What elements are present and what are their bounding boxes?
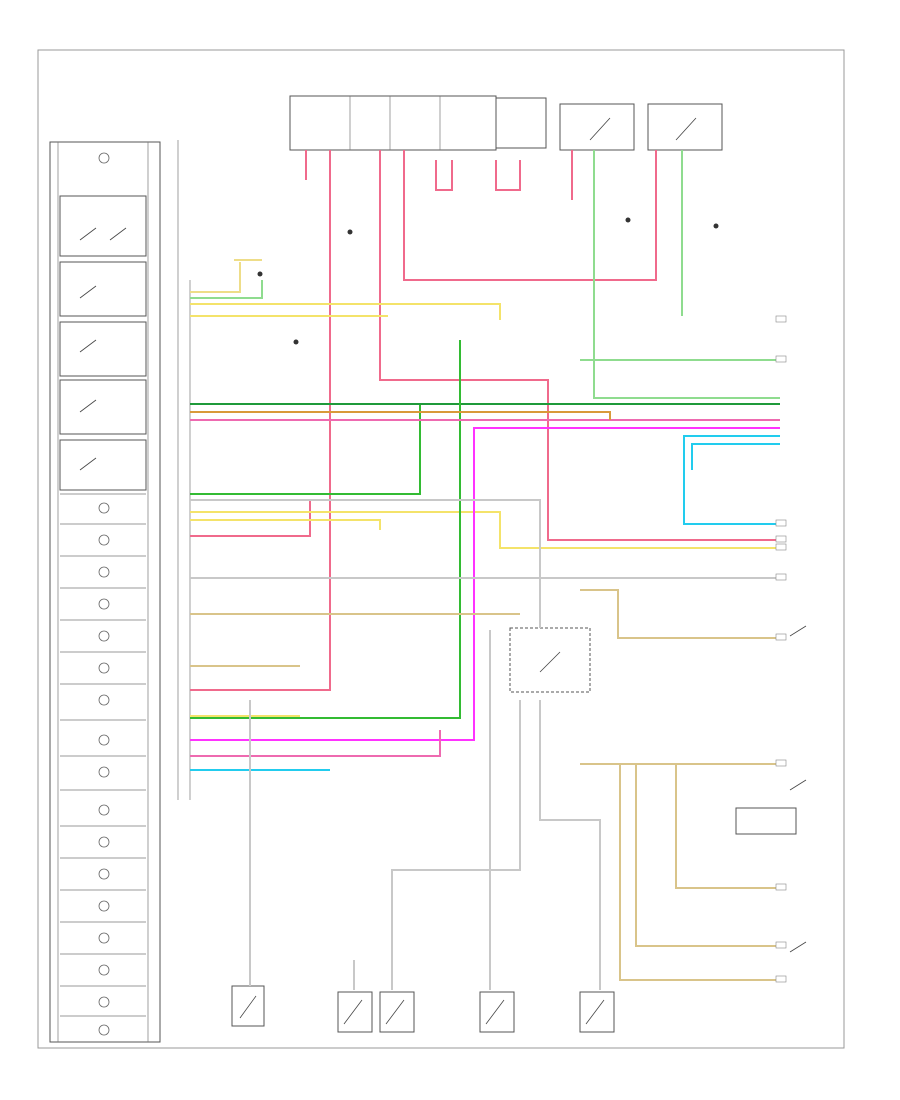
right-switches (735, 625, 807, 953)
indicator-bulbs (98, 502, 110, 1036)
gauge-box-1 (59, 195, 147, 257)
gauge-box-2 (59, 261, 147, 317)
diagram-frame (37, 49, 845, 1049)
wires (190, 150, 780, 990)
range-switch-1 (559, 103, 635, 151)
gauge-box-3 (59, 321, 147, 377)
cluster-lamp-bulb (98, 152, 110, 164)
cluster-connector (177, 140, 191, 800)
connector-tags (775, 315, 787, 983)
range-switch-2 (647, 103, 723, 151)
top-modules (289, 95, 723, 151)
module-box-2 (495, 97, 547, 149)
module-box-1 (289, 95, 497, 151)
ground-symbols (257, 217, 719, 345)
center-module (509, 627, 591, 693)
gauge-box-5 (59, 439, 147, 491)
instrument-cluster (49, 141, 161, 1043)
gauge-box-4 (59, 379, 147, 435)
bottom-switches (231, 985, 615, 1033)
